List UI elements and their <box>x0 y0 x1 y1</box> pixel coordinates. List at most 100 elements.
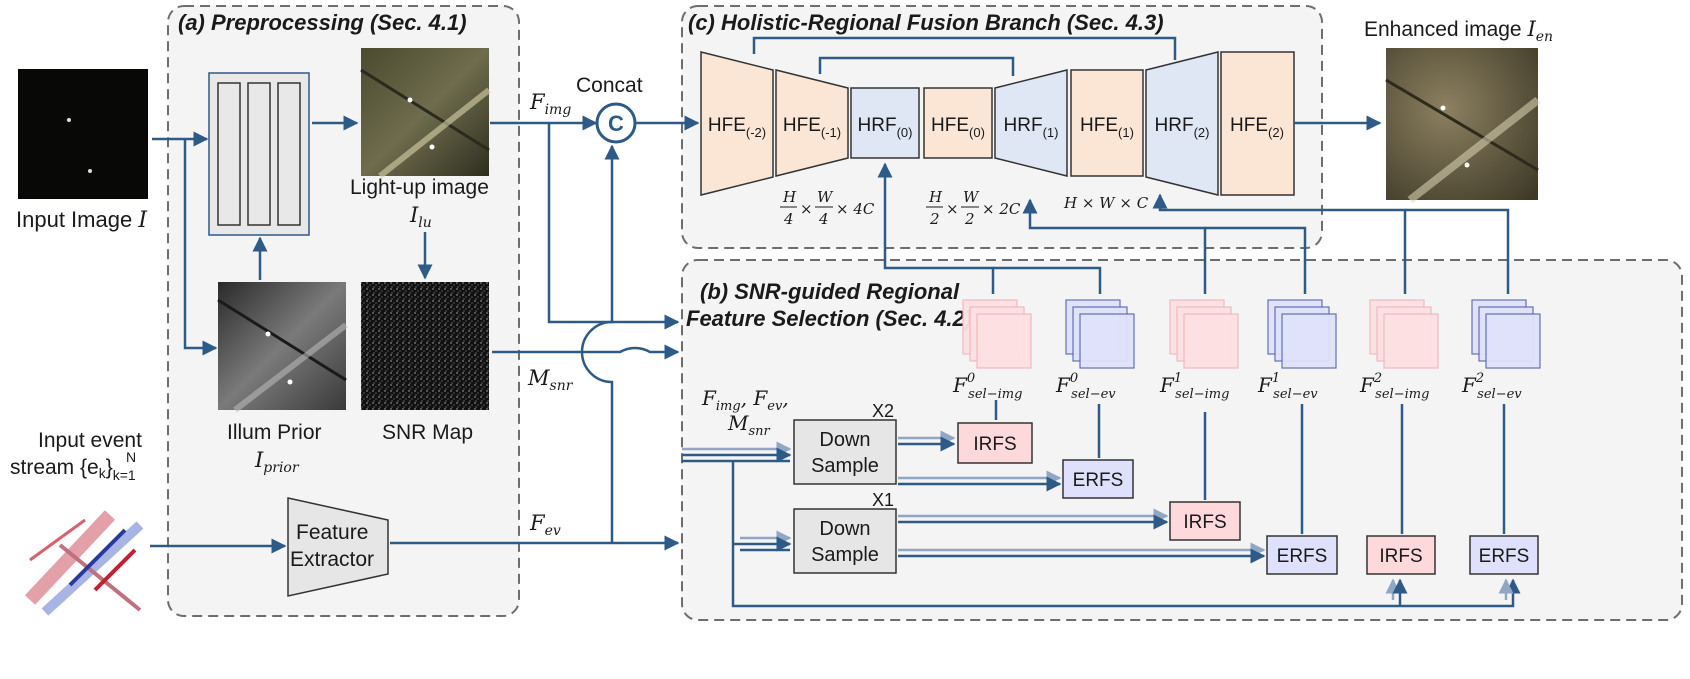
erfs-block-1 <box>1062 459 1134 499</box>
svg-text:4: 4 <box>818 210 829 228</box>
f-ev-label: Fev <box>529 511 561 539</box>
hrf-block-4 <box>994 69 1068 177</box>
arrow-fev-to-concat <box>580 144 620 543</box>
fusion-skip-connections <box>752 36 1177 76</box>
lightup-label: Light-up image <box>350 176 489 199</box>
input-event-label-line2: stream {ek}k=1 <box>10 456 136 483</box>
input-event-label: Input event <box>38 429 142 452</box>
selection-arrows <box>682 400 1521 608</box>
erfs-label: ERFS <box>1073 470 1124 491</box>
lightup-var: Ilu <box>409 203 432 231</box>
arrow-fimg-to-selection <box>547 123 680 330</box>
enhanced-label: Enhanced image Ien <box>1364 17 1553 45</box>
erfs-block-3 <box>1266 535 1338 575</box>
down-sample-block-x2 <box>793 419 897 485</box>
snr-map-label: SNR Map <box>382 421 473 444</box>
irfs-label: IRFS <box>1379 546 1422 567</box>
hfe-block-1-label: HFE(-1) <box>783 115 841 140</box>
arrow-msnr-to-selection <box>492 344 680 360</box>
irfs-label: IRFS <box>1183 512 1226 533</box>
erfs-label: ERFS <box>1277 546 1328 567</box>
feature-extractor <box>287 497 389 597</box>
hfe-block-0-label: HFE(-2) <box>708 115 766 140</box>
input-image-highlight <box>67 118 71 122</box>
preprocess-network <box>208 72 310 236</box>
svg-text:2: 2 <box>929 210 940 228</box>
input-image <box>18 69 148 199</box>
svg-text:× 4C: × 4C <box>836 200 875 218</box>
down-sample-label: Sample <box>811 455 879 477</box>
hfe-block-5 <box>1070 69 1144 177</box>
event-stream-image <box>22 492 150 620</box>
svg-text:×: × <box>946 200 959 218</box>
dim-quarter: H 4 × W 4 × 4C <box>780 188 875 228</box>
irfs-block-0 <box>957 422 1033 464</box>
x1-label: X1 <box>872 490 894 510</box>
preprocessing-title: (a) Preprocessing (Sec. 4.1) <box>178 10 467 35</box>
concat-node <box>595 102 637 144</box>
illum-prior-image <box>217 282 348 413</box>
feature-map-layer <box>1183 313 1239 369</box>
hfe-block-0 <box>700 51 774 196</box>
hfe-block-7-label: HFE(2) <box>1230 115 1284 140</box>
erfs-block-5 <box>1469 535 1539 575</box>
hfe-block-3-label: HFE(0) <box>931 115 985 140</box>
input-image-highlight <box>88 169 92 173</box>
illum-var: Iprior <box>254 448 300 476</box>
selection-modules: IRFS ERFS IRFS ERFS IRFS ERFS <box>957 422 1539 575</box>
feature-map-layer <box>976 313 1032 369</box>
irfs-block-2 <box>1169 501 1241 541</box>
f-img-label: Fimg <box>529 90 571 118</box>
selection-inputs-line1: Fimg, Fev, <box>701 386 789 414</box>
hrf-block-4-label: HRF(1) <box>1004 115 1059 140</box>
hfe-block-1 <box>775 69 849 177</box>
selection-to-fusion-links <box>877 162 1510 294</box>
arrow-input-to-illum <box>183 139 218 356</box>
down-sample-block-x1 <box>793 508 897 574</box>
m-snr-label: Msnr <box>527 366 574 394</box>
hrf-block-6 <box>1145 51 1219 196</box>
concat-symbol: C <box>608 111 624 136</box>
input-image-label: Input Image I <box>16 207 148 233</box>
svg-text:4: 4 <box>783 210 794 228</box>
down-sample-label: Sample <box>811 544 879 566</box>
illum-label: Illum Prior <box>227 421 322 444</box>
lightup-image <box>360 48 491 179</box>
input-event-range-sup: N <box>126 449 136 465</box>
selection-title-line1: (b) SNR-guided Regional <box>700 279 960 304</box>
erfs-label: ERFS <box>1479 546 1530 567</box>
feature-extractor-label-line2: Extractor <box>290 548 374 571</box>
fusion-blocks: HFE(-2)HFE(-1)HRF(0)HFE(0)HRF(1)HFE(1)HR… <box>700 51 1295 196</box>
snr-map-image <box>361 282 489 410</box>
x2-label: X2 <box>872 401 894 421</box>
hrf-block-2 <box>850 87 920 159</box>
irfs-label: IRFS <box>973 434 1016 455</box>
hrf-block-2-label: HRF(0) <box>858 115 913 140</box>
feature-map-layer <box>1383 313 1439 369</box>
svg-text:×: × <box>800 200 813 218</box>
svg-text:W: W <box>817 188 834 206</box>
enhanced-image <box>1385 48 1541 204</box>
selection-title-line2: Feature Selection (Sec. 4.2) <box>686 306 972 331</box>
dim-full: H × W × C <box>1063 194 1149 212</box>
feature-map-layer <box>1281 313 1337 369</box>
feature-map-layer <box>1079 313 1135 369</box>
feature-extractor-label: Feature <box>296 521 368 544</box>
concat-label: Concat <box>576 74 643 97</box>
selection-inputs-line2: Msnr <box>727 411 771 439</box>
svg-text:H: H <box>782 188 797 206</box>
hrf-block-6-label: HRF(2) <box>1155 115 1210 140</box>
down-sample-label: Down <box>819 518 870 540</box>
svg-text:2: 2 <box>964 210 975 228</box>
irfs-block-4 <box>1366 535 1436 575</box>
feature-map-layer <box>1485 313 1541 369</box>
dim-half: H 2 × W 2 × 2C <box>926 188 1021 228</box>
down-sample-label: Down <box>819 429 870 451</box>
